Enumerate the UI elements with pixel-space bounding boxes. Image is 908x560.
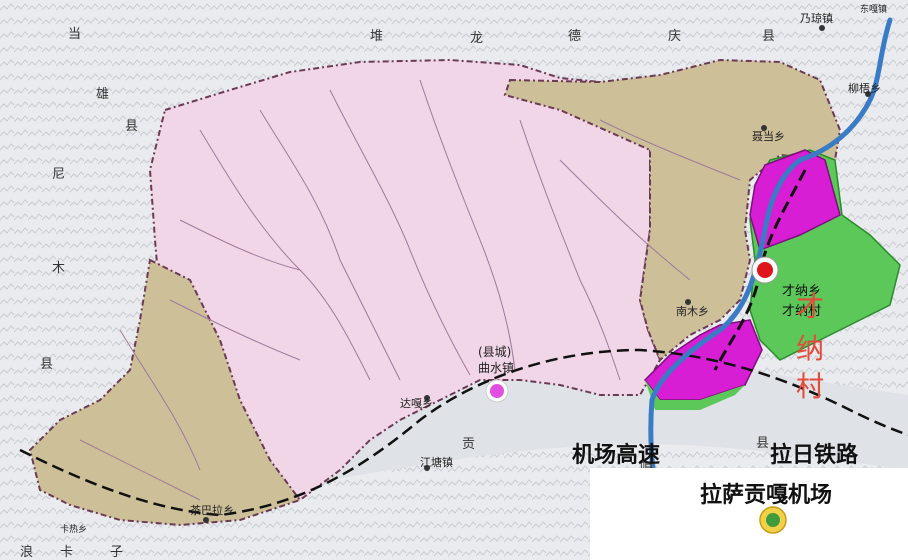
county-char: 县 [125, 119, 138, 134]
county-seat-label: (县城) [478, 345, 511, 359]
khaki-east-region [503, 58, 842, 362]
county-char: 贡 [462, 437, 475, 452]
county-char: 卡 [60, 545, 73, 560]
county-seat-marker [490, 384, 504, 398]
river-valley [330, 364, 908, 480]
pink-region [148, 58, 662, 502]
county-char: 木 [52, 261, 65, 276]
place-niedang: 聂当乡 [752, 129, 785, 143]
county-seat-name: 曲水镇 [478, 361, 514, 375]
green-strip [645, 380, 745, 410]
place-liuwu: 柳梧乡 [848, 81, 881, 95]
place-dots [203, 25, 871, 523]
airport-highway-label: 机场高速 [572, 442, 660, 468]
place-nanmu: 南木乡 [676, 305, 709, 318]
place-jiangtang: 江塘镇 [420, 455, 453, 469]
county-char: 龙 [470, 31, 483, 46]
county-char: 浪 [20, 545, 33, 560]
county-char: 庆 [668, 29, 681, 44]
caina-marker [757, 262, 773, 278]
county-char: 县 [762, 29, 775, 44]
county-char: 德 [568, 29, 581, 44]
county-char: 子 [110, 545, 123, 560]
place-kare: 卡热乡 [60, 523, 87, 535]
place-caina-cun: 才纳村 [782, 304, 821, 319]
stream-lines [79, 79, 741, 501]
county-char: 雄 [96, 87, 109, 102]
airport-panel [590, 468, 908, 560]
place-dongsong: 东嘎镇 [860, 3, 887, 15]
county-char: 尼 [52, 167, 65, 182]
khaki-west-region [28, 258, 302, 527]
place-daga: 达嘎乡 [400, 397, 433, 410]
county-char: 县 [40, 357, 53, 372]
county-char: 堆 [370, 29, 383, 44]
airport-label: 拉萨贡嘎机场 [700, 482, 832, 508]
airport-marker [766, 513, 780, 527]
lari-railway-label: 拉日铁路 [770, 442, 859, 468]
county-char: 县 [756, 436, 769, 451]
place-chabala: 茶巴拉乡 [190, 503, 234, 517]
caina-callout-char: 村 [796, 370, 824, 403]
county-char: 当 [68, 27, 81, 42]
place-caina-xiang: 才纳乡 [782, 284, 821, 299]
lari-railway-line [19, 348, 908, 517]
caina-callout-char: 才 [796, 290, 824, 323]
place-naiqiong: 乃琼镇 [800, 11, 833, 25]
caina-callout-char: 纳 [796, 332, 824, 365]
